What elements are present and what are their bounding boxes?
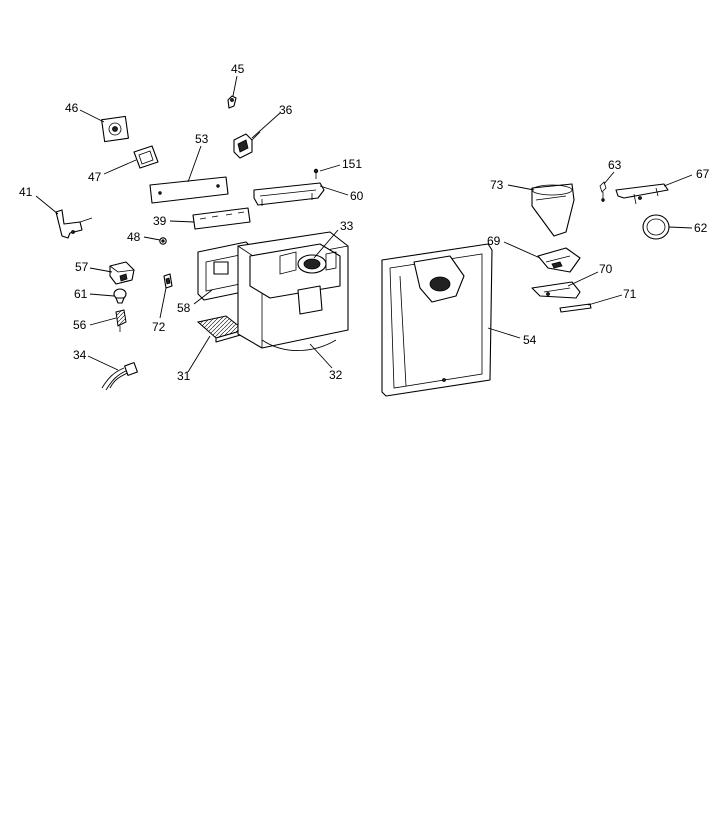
part-69-door-flap [537,247,581,273]
callout-71: 71 [623,287,637,301]
leader-67 [663,174,693,187]
leader-70 [567,271,599,287]
part-46-knob [101,115,129,143]
leader-39 [169,220,195,223]
callout-47: 47 [88,170,102,184]
callout-54: 54 [523,333,537,347]
leader-33 [313,229,339,259]
callout-53: 53 [195,132,209,146]
part-41-lever [55,209,93,239]
callout-67: 67 [696,167,710,181]
leader-60 [319,185,349,196]
callout-labels: 45 46 36 53 47 151 41 60 39 33 48 57 61 … [19,62,710,383]
leader-41 [35,195,59,215]
callout-58: 58 [177,301,191,315]
callout-61: 61 [74,287,88,301]
callout-46: 46 [65,101,79,115]
part-57-cap [109,261,135,285]
callout-56: 56 [73,318,87,332]
part-34-wire-harness [101,362,138,391]
part-45-clip [227,95,237,109]
leader-57 [89,267,113,273]
leader-62 [668,226,693,229]
callout-69: 69 [487,234,501,248]
part-67-actuator-bracket [615,183,669,205]
callout-36: 36 [279,103,293,117]
callout-39: 39 [153,214,167,228]
part-36-switch [233,131,261,159]
callout-63: 63 [608,158,622,172]
part-53-cover-plate [149,176,229,204]
callout-32: 32 [329,368,343,382]
leader-63 [603,171,615,185]
callout-72: 72 [152,320,166,334]
part-32-dispenser-body [237,231,349,351]
leader-48 [143,236,161,241]
callout-34: 34 [73,348,87,362]
callout-73: 73 [490,178,504,192]
leader-151 [319,164,341,172]
callout-33: 33 [340,219,354,233]
leader-36 [251,112,281,139]
leader-32 [309,343,333,369]
part-71-rod [559,303,592,313]
callout-57: 57 [75,260,89,274]
callout-31: 31 [177,369,191,383]
leader-69 [503,241,541,259]
part-151-screw [313,168,319,179]
leader-54 [487,327,521,339]
part-62-ring [642,214,670,240]
leader-73 [507,184,535,191]
leader-46 [79,109,105,123]
part-39-circuit-board [192,207,251,230]
leader-45 [232,75,238,97]
part-31-grille-tray [196,315,246,343]
part-47-bezel [133,145,159,169]
callout-60: 60 [350,189,364,203]
leader-56 [89,317,117,326]
callout-70: 70 [599,262,613,276]
leader-71 [587,294,623,306]
part-60-bracket [253,182,325,206]
part-63-spring [599,181,607,202]
part-61-bulb [113,288,127,304]
leader-31 [187,335,211,373]
part-56-socket [115,309,127,332]
leader-47 [103,159,137,175]
leader-58 [193,289,213,305]
part-72-clip [163,273,173,289]
part-70-lever-arm [531,281,581,299]
leader-61 [89,293,115,297]
callout-62: 62 [694,221,708,235]
leader-53 [187,145,202,183]
callout-41: 41 [19,185,33,199]
part-54-door-panel [381,243,493,397]
callout-45: 45 [231,62,245,76]
part-48-nut [159,237,167,245]
part-33-funnel-chute [279,251,337,315]
callout-151: 151 [342,157,362,171]
part-73-ice-chute [531,183,575,237]
leader-72 [159,287,167,319]
callout-48: 48 [127,230,141,244]
leader-lines [35,75,693,373]
leader-34 [87,355,119,371]
